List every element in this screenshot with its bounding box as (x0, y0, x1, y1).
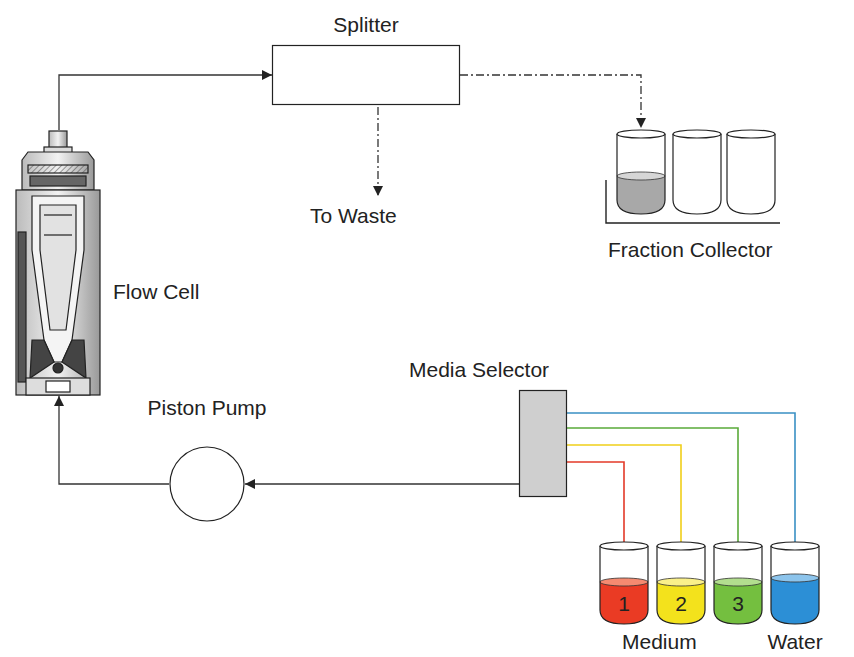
medium-line (567, 462, 624, 542)
callout-number: 1 (618, 592, 630, 616)
part-label: Splitter (333, 13, 398, 37)
box-node: Splitter (272, 45, 460, 105)
flow-arrow (245, 483, 519, 484)
flow-arrow (460, 75, 641, 128)
bottle-node: 3 (712, 540, 764, 626)
bottle-node: 1 (598, 540, 650, 626)
flow-cell-drawing (16, 131, 100, 395)
tubes-shape (605, 128, 780, 224)
circle-shape (169, 446, 245, 522)
flow-label: Medium (622, 630, 697, 654)
flow-arrow (59, 75, 272, 130)
bottle-node: Water (769, 540, 821, 626)
medium-line (567, 413, 795, 542)
circle-node: Piston Pump (169, 446, 245, 522)
callout-number: 3 (732, 592, 744, 616)
tubes-node: Fraction Collector (605, 128, 780, 224)
cell-shape (15, 130, 101, 396)
selector-shape (519, 390, 567, 497)
bottle-node: 2 (655, 540, 707, 626)
box-shape (272, 45, 460, 105)
part-label: Fraction Collector (608, 238, 773, 262)
part-label: Flow Cell (113, 280, 199, 304)
cell-node: Flow Cell (15, 130, 101, 396)
bottle-shape (769, 540, 821, 626)
selector-node: Media Selector (519, 390, 567, 497)
medium-line (567, 428, 738, 542)
medium-line (567, 445, 681, 542)
part-label: Water (767, 630, 822, 654)
flow-label: To Waste (310, 204, 397, 228)
part-label: Media Selector (409, 358, 549, 382)
callout-number: 2 (675, 592, 687, 616)
part-label: Piston Pump (147, 396, 266, 420)
